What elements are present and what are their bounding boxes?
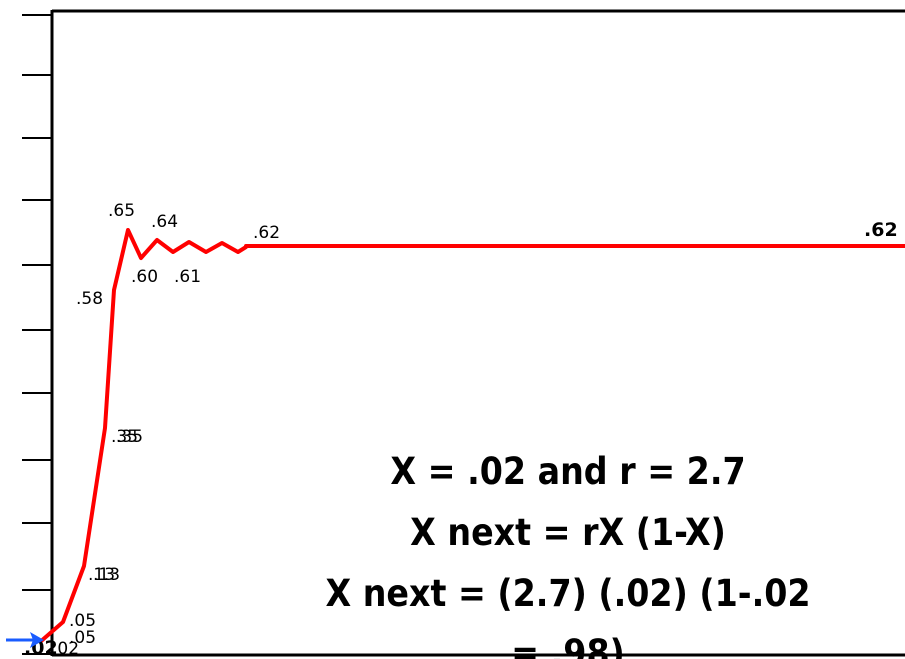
data-label: .35 xyxy=(116,427,143,447)
formula-line-4: = .98) xyxy=(511,632,625,659)
data-label: .13 xyxy=(88,565,115,585)
data-label: .02 xyxy=(52,639,79,659)
formula-line-2: X next = rX (1-X) xyxy=(410,511,726,554)
data-label: .58 xyxy=(76,289,103,309)
data-label: .35 xyxy=(111,427,138,447)
data-label: .05 xyxy=(69,611,96,631)
series-line xyxy=(38,228,905,644)
formula-line-1: X = .02 and r = 2.7 xyxy=(390,450,745,493)
data-label: .62 xyxy=(253,223,280,243)
data-labels: .02.02.05.05.13.13.35.35.58.65.60.64.61.… xyxy=(24,201,898,659)
formula-annotation: X = .02 and r = 2.7 X next = rX (1-X) X … xyxy=(325,450,810,659)
data-label: .05 xyxy=(69,628,96,648)
formula-line-3: X next = (2.7) (.02) (1-.02 xyxy=(325,572,810,615)
start-arrow-head xyxy=(30,632,44,648)
data-label: .62 xyxy=(864,219,898,241)
data-label: .60 xyxy=(131,267,158,287)
data-label: .13 xyxy=(93,565,120,585)
data-label: .64 xyxy=(151,212,178,232)
y-axis-ticks xyxy=(22,14,52,655)
start-arrow xyxy=(6,632,44,648)
data-label: .61 xyxy=(174,267,201,287)
data-label: .65 xyxy=(108,201,135,221)
